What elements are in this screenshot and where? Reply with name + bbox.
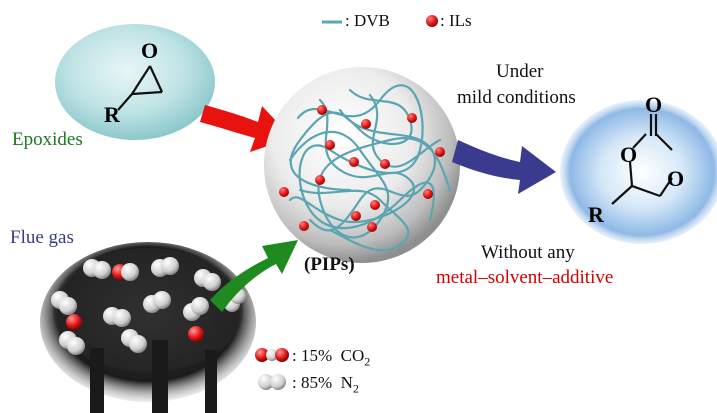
product-arrow [452,140,556,194]
epoxide-r-group: R [104,102,120,127]
co2-percent: : 15% [292,346,333,365]
co2-formula: CO [340,346,365,365]
epoxide-o-atom: O [141,38,159,63]
n2-percent: : 85% [292,373,333,392]
ils-legend-dot [426,15,438,27]
ils-dots [279,105,445,232]
flue-gas-image [40,242,256,413]
dvb-legend-label: : DVB [345,11,390,30]
co2-legend-label: : 15% CO2 [292,347,370,367]
carbonate-carbonyl-o: O [645,92,663,117]
flue-gas-arrow [210,240,298,312]
epoxide-bubble [55,24,215,140]
pips-label: (PIPs) [304,254,355,275]
product-cloud [560,100,717,244]
epoxide-structure [117,65,163,111]
n2-formula: N [340,373,353,392]
co2-subscript: 2 [364,354,371,369]
carbonate-r-group: R [588,202,604,227]
co2-legend-icon [255,348,289,362]
ils-legend-label: : ILs [440,11,472,30]
n2-legend-icon [258,374,286,390]
carbonate-ring-o-left: O [620,142,638,167]
n2-subscript: 2 [352,381,359,396]
condition-mild: mild conditions [457,87,576,108]
pips-sphere [264,67,460,263]
condition-metal-solvent-additive: metal–solvent–additive [436,267,614,288]
condition-without-any: Without any [481,242,575,263]
carbonate-ring-o-right: O [667,166,685,191]
n2-legend-label: : 85% N2 [292,374,359,394]
flue-gas-label: Flue gas [10,227,74,248]
condition-under: Under [496,61,544,82]
dvb-network [288,84,452,252]
epoxides-label: Epoxides [12,129,83,150]
cyclic-carbonate-structure [611,114,673,205]
